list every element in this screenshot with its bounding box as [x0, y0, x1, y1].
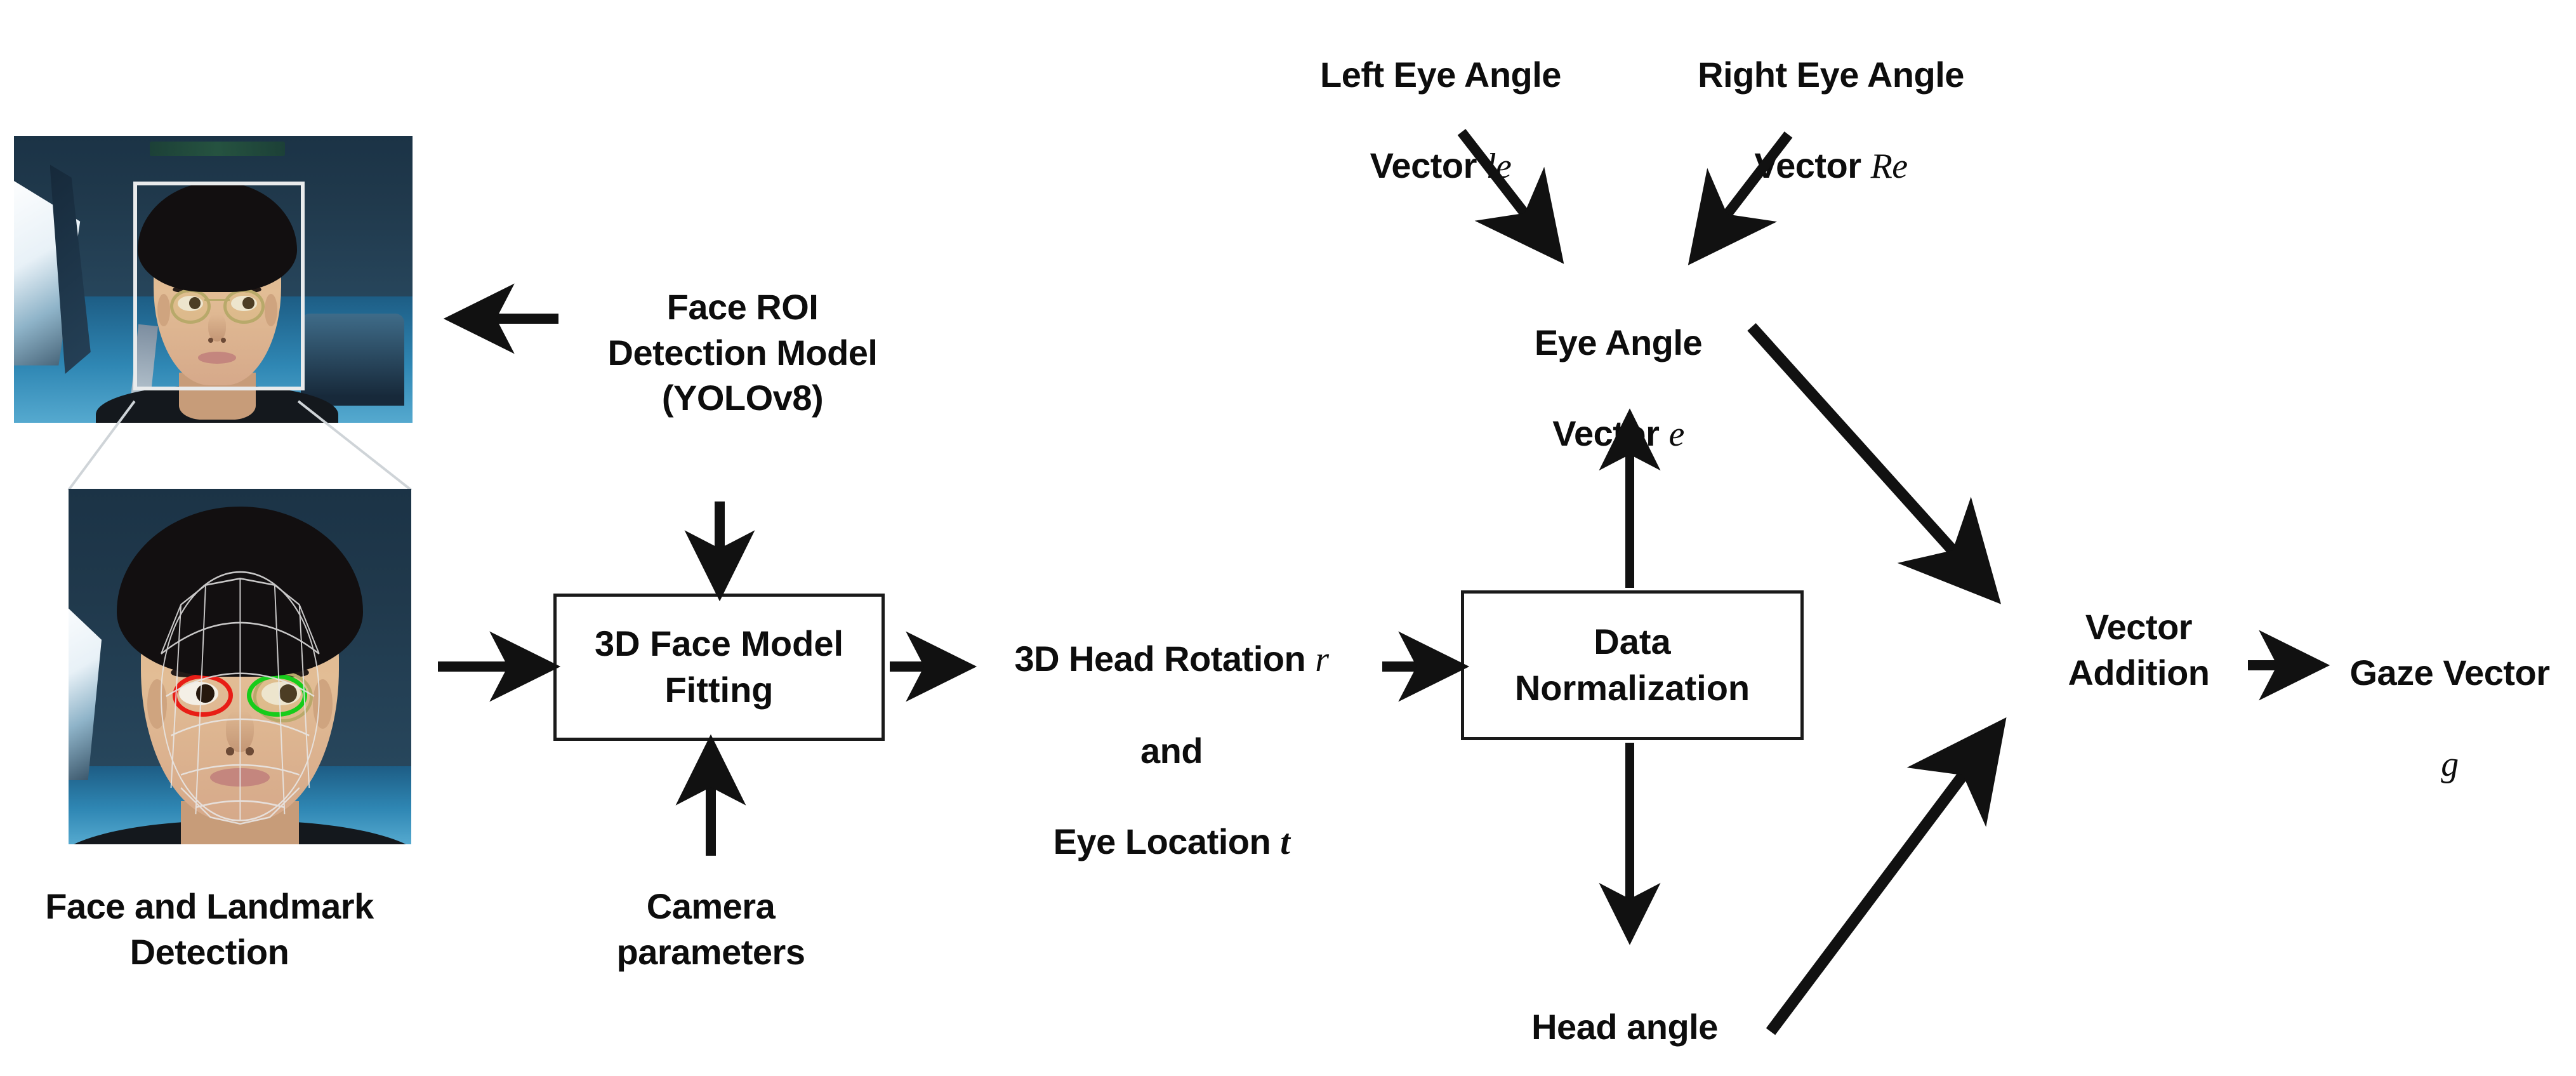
- left-eye-angle-var: le: [1486, 147, 1512, 187]
- data-normalization-box[interactable]: Data Normalization: [1461, 590, 1804, 740]
- crop-nostril-left: [226, 747, 234, 755]
- camera-parameters-label: Camera parameters: [616, 886, 805, 972]
- head-rotation-text: 3D Head Rotation: [1014, 638, 1316, 679]
- hair: [137, 182, 297, 293]
- eye-angle-line2: Vector: [1552, 413, 1669, 454]
- nostril-left: [208, 338, 214, 343]
- left-eye-angle-line1: Left Eye Angle: [1320, 54, 1561, 95]
- nostril-right: [221, 338, 227, 343]
- eye-angle-vector-label: Eye Angle Vector e: [1466, 274, 1771, 458]
- landmark-eye-outline-right: [246, 674, 307, 717]
- gaze-vector-label: Gaze Vector g: [2323, 604, 2576, 788]
- face-roi-bounding-box: [133, 182, 305, 390]
- right-eye-angle-var: Re: [1870, 147, 1908, 187]
- head-angle-vector-label: Head angle Vector h: [1472, 959, 1777, 1076]
- eye-angle-line1: Eye Angle: [1534, 322, 1703, 362]
- right-eye-angle-line1: Right Eye Angle: [1698, 54, 1964, 95]
- arrow-head-angle-to-vector-addition: [1766, 717, 2007, 1035]
- head-rotation-var: r: [1315, 639, 1329, 679]
- crop-ear-right: [313, 679, 333, 729]
- ear-right: [264, 293, 277, 326]
- left-eye-angle-line2: Vector: [1370, 145, 1486, 186]
- cropped-head: [69, 507, 411, 844]
- eye-location-var: t: [1280, 823, 1290, 863]
- crop-nose: [226, 710, 254, 753]
- mouth: [198, 351, 237, 364]
- eye-angle-var: e: [1668, 415, 1684, 455]
- head-angle-line1: Head angle: [1531, 1006, 1718, 1047]
- head-rotation-eye-location-label: 3D Head Rotation r and Eye Location t: [962, 590, 1381, 866]
- and-text: and: [1140, 731, 1203, 771]
- gaze-vector-var: g: [2441, 745, 2459, 785]
- crop-mouth: [210, 768, 270, 787]
- glasses-bridge: [204, 298, 230, 301]
- right-eye-angle-line2: Vector: [1754, 145, 1871, 186]
- mirror-overlay: [149, 142, 286, 156]
- right-eye-angle-vector-label: Right Eye Angle Vector Re: [1663, 6, 1999, 190]
- left-eye-angle-vector-label: Left Eye Angle Vector le: [1282, 6, 1599, 190]
- nose: [208, 314, 227, 342]
- headrest: [301, 314, 405, 406]
- gaze-vector-line1: Gaze Vector: [2349, 652, 2550, 693]
- eye-location-text: Eye Location: [1053, 821, 1281, 862]
- driver-head: [96, 182, 339, 423]
- driver-scene-photo: [14, 136, 413, 423]
- landmark-crop-photo: [69, 489, 411, 844]
- crop-nostril-right: [246, 747, 254, 755]
- crop-ear-left: [147, 679, 167, 729]
- landmark-eye-outline-left: [173, 674, 234, 717]
- face-landmark-detection-caption: Face and Landmark Detection: [45, 886, 374, 972]
- 3d-face-model-fitting-box[interactable]: 3D Face Model Fitting: [553, 594, 885, 741]
- arrow-eye-angle-to-vector-addition: [1747, 322, 2002, 604]
- ear-left: [157, 293, 170, 326]
- vector-addition-label: Vector Addition: [2068, 607, 2210, 693]
- crop-hair: [116, 507, 364, 677]
- face-roi-detection-model-label: Face ROI Detection Model (YOLOv8): [607, 287, 878, 418]
